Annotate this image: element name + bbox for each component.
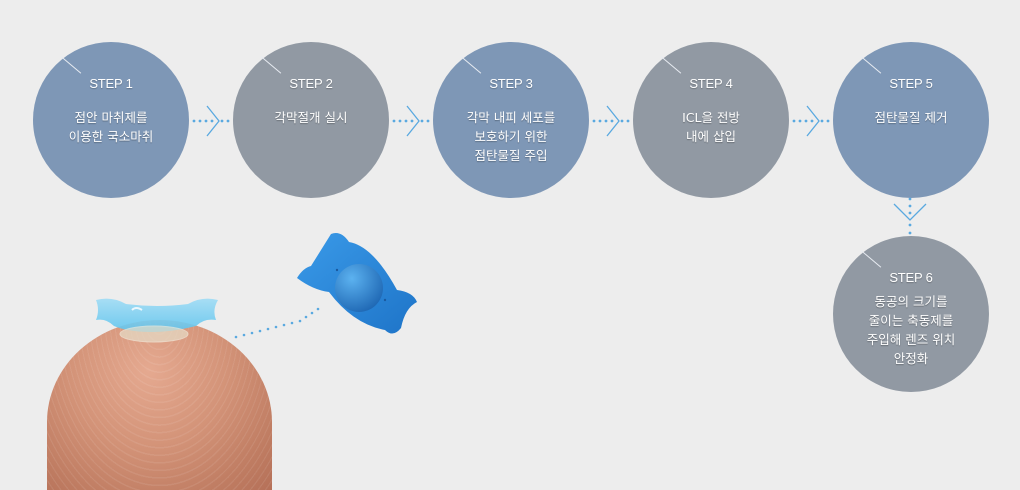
- step-tick-line: [660, 56, 682, 74]
- arrow-right-icon: [392, 105, 430, 137]
- step-label: STEP 3: [489, 76, 533, 91]
- icl-lens-icon: [297, 233, 417, 334]
- step-description: 각막절개 실시: [274, 110, 348, 125]
- step-2-circle: STEP 2 각막절개 실시: [233, 42, 389, 198]
- step-tick-line: [60, 56, 82, 74]
- step-6-circle: STEP 6 동공의 크기를 줄이는 축동제를 주입해 렌즈 위치 안정화: [833, 236, 989, 392]
- step-tick-line: [260, 56, 282, 74]
- step-tick-line: [860, 56, 882, 74]
- step-description: 각막 내피 세포를 보호하기 위한 점탄물질 주입: [466, 110, 556, 163]
- step-5-circle: STEP 5 점탄물질 제거: [833, 42, 989, 198]
- step-label: STEP 6: [889, 270, 933, 285]
- arrow-right-icon: [192, 105, 230, 137]
- step-description: 점안 마취제를 이용한 국소마취: [68, 110, 154, 144]
- step-label: STEP 5: [889, 76, 933, 91]
- step-1-circle: STEP 1 점안 마취제를 이용한 국소마취: [33, 42, 189, 198]
- step-tick-line: [460, 56, 482, 74]
- step-4-circle: STEP 4 ICL을 전방 내에 삽입: [633, 42, 789, 198]
- arrow-down-icon: [893, 197, 927, 235]
- step-label: STEP 4: [689, 76, 733, 91]
- step-description: ICL을 전방 내에 삽입: [682, 110, 740, 144]
- step-label: STEP 2: [289, 76, 333, 91]
- step-tick-line: [860, 250, 882, 268]
- step-description: 동공의 크기를 줄이는 축동제를 주입해 렌즈 위치 안정화: [866, 294, 956, 366]
- icl-lens-on-finger-icon: [96, 298, 218, 343]
- step-3-circle: STEP 3 각막 내피 세포를 보호하기 위한 점탄물질 주입: [433, 42, 589, 198]
- step-label: STEP 1: [89, 76, 133, 91]
- arrow-right-icon: [592, 105, 630, 137]
- step-description: 점탄물질 제거: [874, 110, 948, 125]
- arrow-right-icon: [792, 105, 830, 137]
- dotted-connector: [234, 307, 320, 339]
